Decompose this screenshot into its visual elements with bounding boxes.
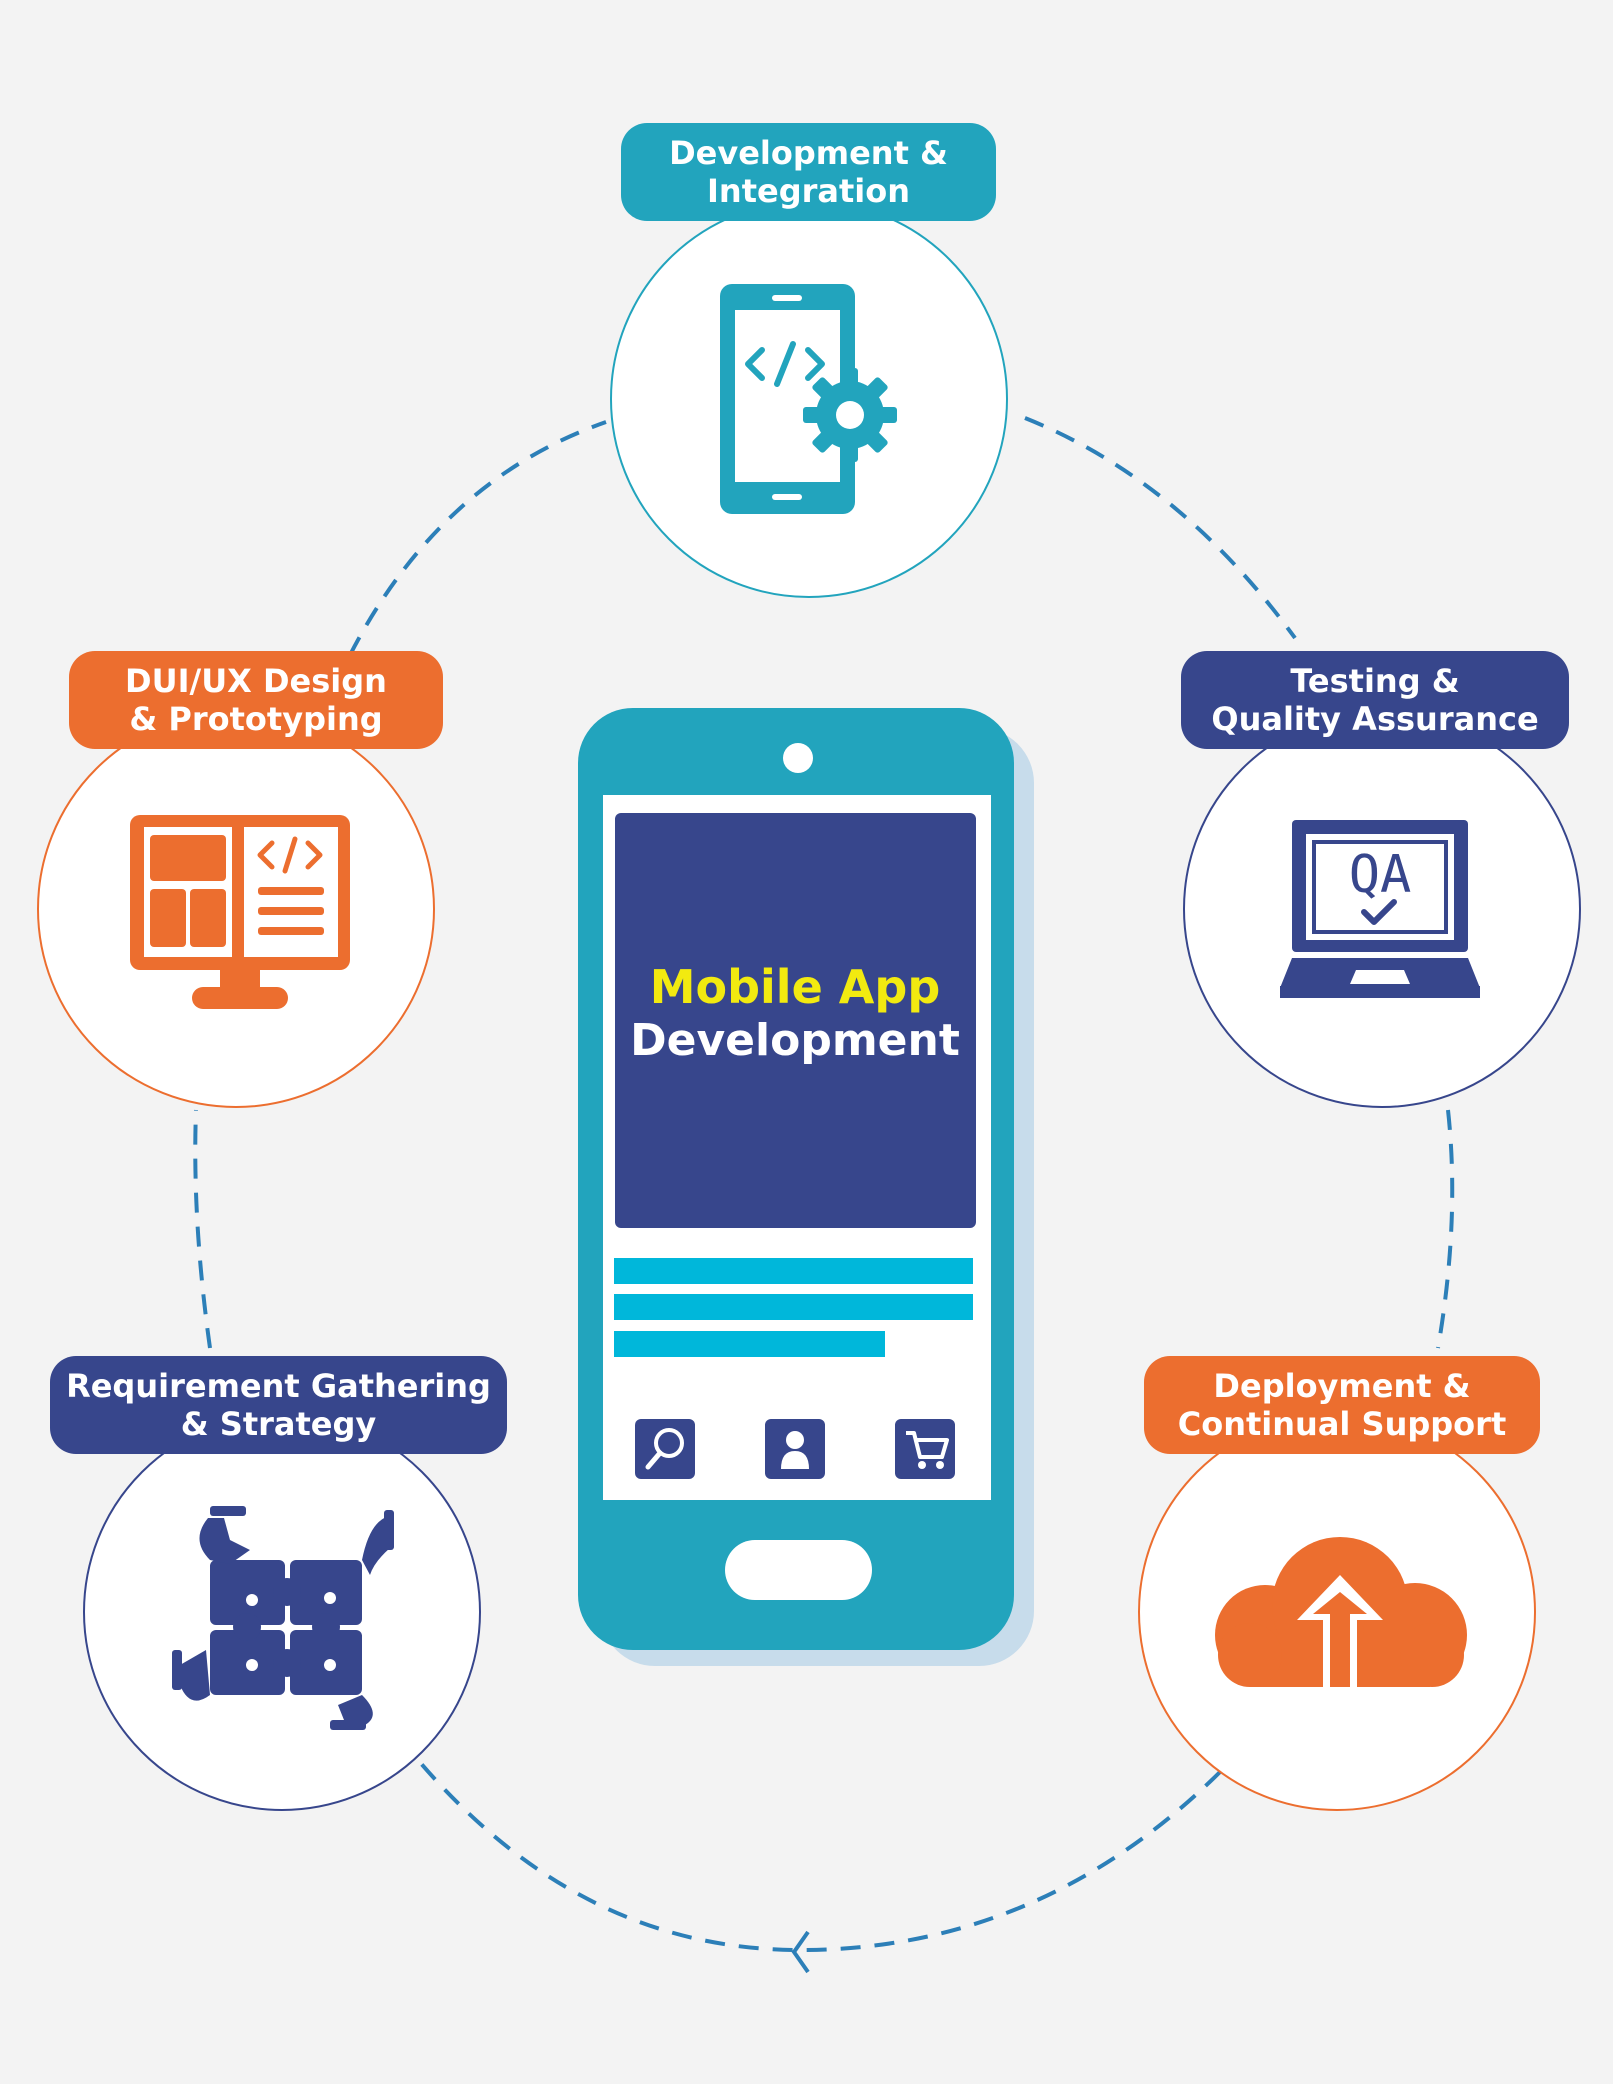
stage-label-line1: Development & <box>669 134 948 172</box>
center-title-line2: Development <box>630 1015 960 1066</box>
laptop-qa-icon: QA <box>1280 820 1480 998</box>
connector-deployment-to-requirement <box>416 1758 1222 1953</box>
phone-content-line-2 <box>614 1294 973 1320</box>
phone-camera <box>783 743 813 773</box>
stage-label-line2: Continual Support <box>1177 1405 1507 1443</box>
stage-label-line1: Testing & <box>1290 662 1460 700</box>
cloud-upload-icon <box>1215 1537 1467 1687</box>
stage-label-line1: DUI/UX Design <box>125 662 387 700</box>
search-icon <box>635 1419 695 1479</box>
user-icon <box>765 1419 825 1479</box>
stage-label-line2: & Prototyping <box>129 700 383 738</box>
connector-development-to-testing <box>1024 416 1297 640</box>
stage-label-deployment: Deployment & Continual Support <box>1144 1356 1540 1454</box>
stage-label-line2: Integration <box>707 172 910 210</box>
monitor-design-icon <box>130 815 350 1009</box>
center-title: Mobile App Development <box>615 960 975 1068</box>
connector-design-to-development <box>348 420 607 656</box>
cycle-arrowhead <box>791 1930 810 1974</box>
connector-testing-to-deployment <box>1436 1109 1455 1349</box>
stage-label-design: DUI/UX Design & Prototyping <box>69 651 443 749</box>
puzzle-hands-icon <box>172 1506 394 1730</box>
phone-content-line-1 <box>614 1258 973 1284</box>
stage-label-requirement: Requirement Gathering & Strategy <box>50 1356 507 1454</box>
stage-label-line1: Deployment & <box>1213 1367 1471 1405</box>
phone-home-button <box>725 1540 872 1600</box>
stage-label-line2: & Strategy <box>180 1405 377 1443</box>
stage-label-line2: Quality Assurance <box>1211 700 1539 738</box>
cart-icon <box>895 1419 955 1479</box>
mobile-code-gear-icon <box>720 284 897 514</box>
connector-requirement-to-design <box>193 1109 212 1349</box>
stage-label-development: Development & Integration <box>621 123 996 221</box>
stage-label-testing: Testing & Quality Assurance <box>1181 651 1569 749</box>
phone-hero-panel <box>615 813 976 1228</box>
phone-content-line-3 <box>614 1331 885 1357</box>
stage-label-line1: Requirement Gathering <box>66 1367 491 1405</box>
svg-text:QA: QA <box>1349 845 1412 905</box>
center-title-line1: Mobile App <box>649 960 941 1014</box>
